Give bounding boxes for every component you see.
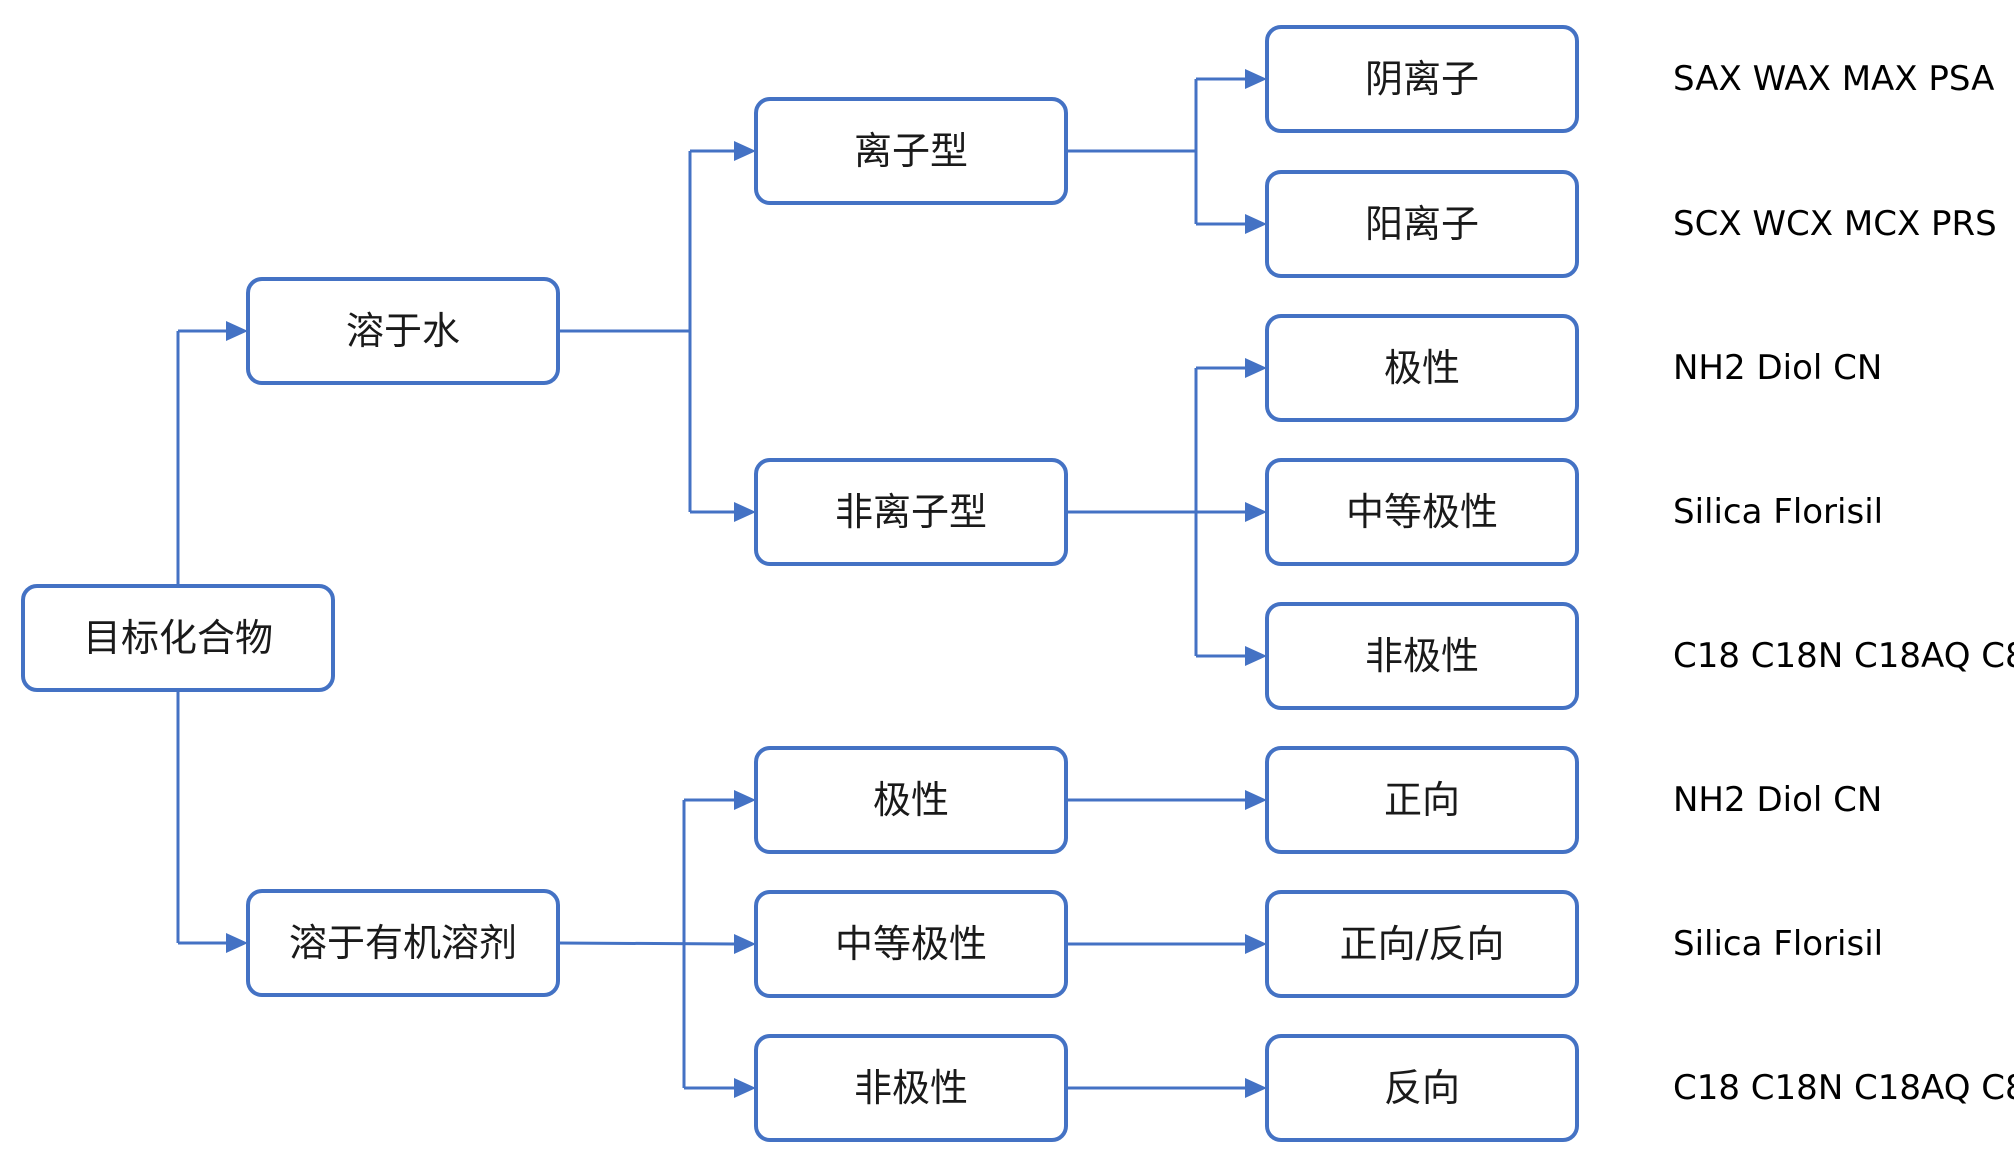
conn-water-nonionic-arrow (734, 502, 756, 522)
node-nonpolar: 非极性 (1265, 602, 1579, 710)
conn-orgmid-normalreverse-arrow (1245, 934, 1267, 954)
node-label-nonionic: 非离子型 (835, 490, 987, 534)
node-label-organic: 溶于有机溶剂 (289, 921, 517, 965)
node-label-anion: 阴离子 (1365, 57, 1479, 101)
node-normal-reverse: 正向/反向 (1265, 890, 1579, 998)
conn-ionic-anion-arrow (1245, 69, 1267, 89)
node-organic: 溶于有机溶剂 (246, 889, 560, 997)
node-water: 溶于水 (246, 277, 560, 385)
sorbent-label-cation: SCX WCX MCX PRS (1673, 204, 1997, 244)
node-root: 目标化合物 (21, 584, 335, 692)
conn-water-ionic-arrow (734, 141, 756, 161)
node-reverse: 反向 (1265, 1034, 1579, 1142)
node-label-normal: 正向 (1384, 778, 1460, 822)
conn-ionic-cation-arrow (1245, 214, 1267, 234)
node-label-root: 目标化合物 (83, 616, 273, 660)
conn-organic-mid-arrow (734, 934, 756, 954)
node-ionic: 离子型 (754, 97, 1068, 205)
conn-organic-polar-arrow (734, 790, 756, 810)
node-org-polar: 极性 (754, 746, 1068, 854)
node-label-org-mid: 中等极性 (835, 922, 987, 966)
node-label-reverse: 反向 (1384, 1066, 1460, 1110)
node-anion: 阴离子 (1265, 25, 1579, 133)
conn-organic-mid-line (557, 941, 737, 946)
sorbent-label-normal: NH2 Diol CN (1673, 780, 1882, 820)
node-label-ionic: 离子型 (854, 129, 968, 173)
node-label-polar: 极性 (1384, 346, 1460, 390)
node-normal: 正向 (1265, 746, 1579, 854)
sorbent-label-reverse: C18 C18N C18AQ C8 (1673, 1068, 2014, 1108)
node-mid: 中等极性 (1265, 458, 1579, 566)
conn-nonionic-mid-arrow (1245, 502, 1267, 522)
node-label-nonpolar: 非极性 (1365, 634, 1479, 678)
conn-root-organic-arrow (226, 933, 248, 953)
sorbent-label-normal-reverse: Silica Florisil (1673, 924, 1883, 964)
sorbent-label-mid: Silica Florisil (1673, 492, 1883, 532)
conn-root-water-arrow (226, 321, 248, 341)
conn-orgnonpolar-reverse-arrow (1245, 1078, 1267, 1098)
sorbent-label-nonpolar: C18 C18N C18AQ C8 (1673, 636, 2014, 676)
conn-orgpolar-normal-arrow (1245, 790, 1267, 810)
connectors (176, 69, 1267, 1098)
node-label-org-polar: 极性 (873, 778, 949, 822)
node-polar: 极性 (1265, 314, 1579, 422)
node-label-org-nonpolar: 非极性 (854, 1066, 968, 1110)
node-label-mid: 中等极性 (1346, 490, 1498, 534)
sorbent-label-anion: SAX WAX MAX PSA (1673, 59, 1994, 99)
conn-organic-nonpolar-arrow (734, 1078, 756, 1098)
node-org-nonpolar: 非极性 (754, 1034, 1068, 1142)
conn-nonionic-nonpolar-arrow (1245, 646, 1267, 666)
conn-nonionic-polar-arrow (1245, 358, 1267, 378)
node-label-normal-reverse: 正向/反向 (1340, 922, 1505, 966)
node-label-cation: 阳离子 (1365, 202, 1479, 246)
node-nonionic: 非离子型 (754, 458, 1068, 566)
node-label-water: 溶于水 (346, 309, 460, 353)
node-cation: 阳离子 (1265, 170, 1579, 278)
node-org-mid: 中等极性 (754, 890, 1068, 998)
sorbent-label-polar: NH2 Diol CN (1673, 348, 1882, 388)
